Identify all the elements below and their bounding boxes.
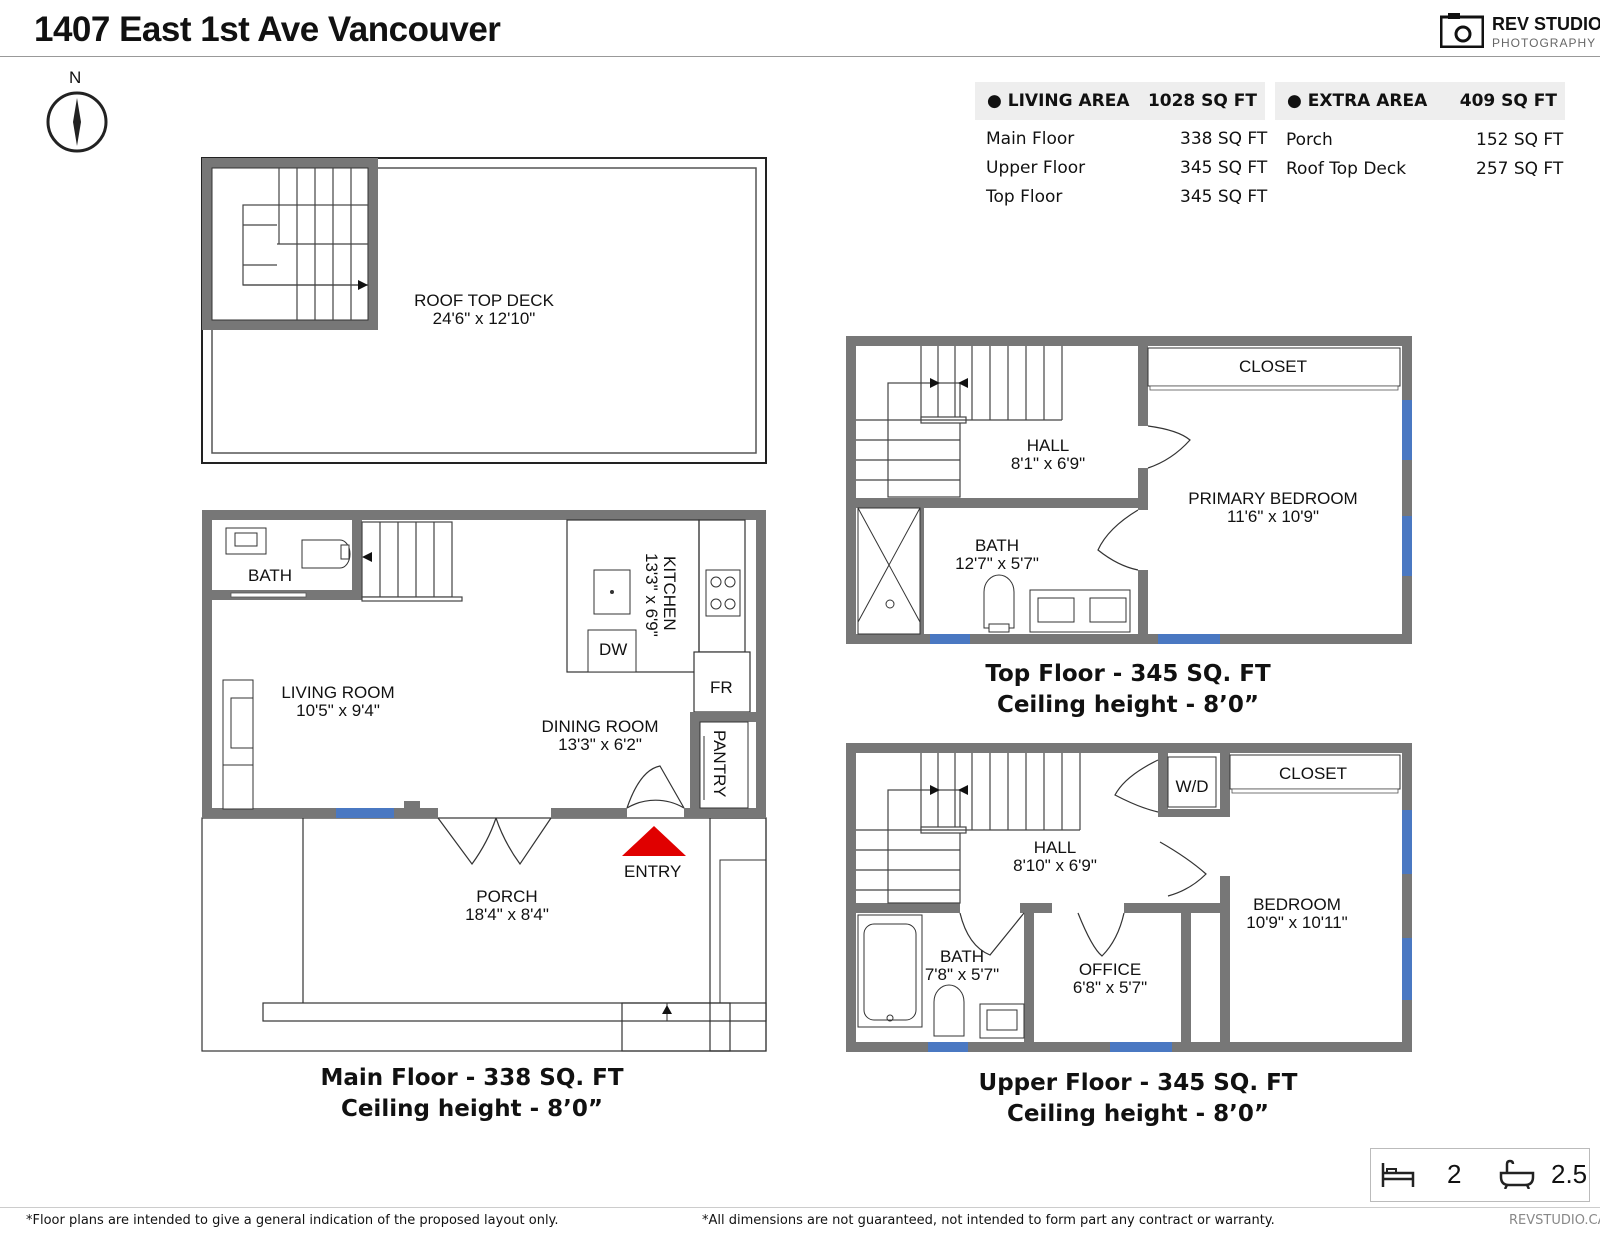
top-hall-dims: 8'1" x 6'9" — [1011, 454, 1085, 473]
roof-top-deck-plan — [201, 157, 767, 464]
top-floor-area: Top Floor - 345 SQ. FT — [985, 661, 1271, 687]
footer-website: REVSTUDIO.CA — [1509, 1213, 1600, 1228]
main-floor-caption: Main Floor - 338 SQ. FT Ceiling height -… — [272, 1063, 672, 1125]
top-bath-label: BATH — [975, 536, 1019, 555]
extra-area-total: 409 SQ FT — [1459, 91, 1557, 111]
roof-room-label: ROOF TOP DECK — [414, 291, 554, 310]
upper-floor-area: Upper Floor - 345 SQ. FT — [978, 1070, 1298, 1096]
compass-icon — [46, 91, 108, 153]
living-area-heading: LIVING AREA — [1007, 91, 1130, 111]
office-dims: 6'8" x 5'7" — [1073, 978, 1147, 997]
living-row-value: 345 SQ FT — [1180, 187, 1268, 207]
office-label: OFFICE — [1079, 960, 1141, 979]
extra-area-heading-wrap: ● EXTRA AREA — [1287, 91, 1428, 111]
compass-north-label: N — [69, 68, 82, 87]
camera-icon — [1440, 13, 1484, 48]
upper-floor-caption: Upper Floor - 345 SQ. FT Ceiling height … — [928, 1068, 1348, 1130]
compass: N — [45, 68, 109, 158]
entry-arrow-icon — [622, 826, 686, 856]
upper-bath-dims: 7'8" x 5'7" — [925, 965, 999, 984]
main-floor-ceiling: Ceiling height - 8’0” — [340, 1096, 604, 1122]
living-row-value: 345 SQ FT — [1180, 158, 1268, 178]
extra-row-label: Porch — [1286, 130, 1333, 150]
extra-row-label: Roof Top Deck — [1286, 159, 1407, 179]
main-floor-area: Main Floor - 338 SQ. FT — [320, 1065, 624, 1091]
wd-label: W/D — [1175, 777, 1208, 796]
kitchen-label: KITCHEN — [660, 556, 679, 631]
dining-room-dims: 13'3" x 6'2" — [558, 735, 642, 754]
bedroom-dims: 10'9" x 10'11" — [1246, 913, 1347, 932]
page-title: 1407 East 1st Ave Vancouver — [34, 10, 501, 49]
bathtub-icon — [1499, 1159, 1535, 1189]
footer-divider — [0, 1207, 1600, 1208]
kitchen-dims: 13'3" x 6'9" — [642, 553, 661, 637]
entry-label: ENTRY — [624, 862, 681, 881]
upper-hall-dims: 8'10" x 6'9" — [1013, 856, 1097, 875]
top-bath-dims: 12'7" x 5'7" — [955, 554, 1039, 573]
living-row-label: Upper Floor — [986, 158, 1086, 178]
fr-label: FR — [710, 678, 733, 697]
bedroom-label: BEDROOM — [1253, 895, 1341, 914]
upper-floor-plan — [846, 743, 1412, 1052]
bath-count: 2.5 — [1551, 1159, 1588, 1189]
room-labels: ROOF TOP DECK 24'6" x 12'10" BATH LIVING… — [248, 291, 1358, 997]
living-area-heading-wrap: ● LIVING AREA — [987, 91, 1130, 111]
logo-subtext: PHOTOGRAPHY — [1492, 36, 1597, 50]
living-area-header: ● LIVING AREA 1028 SQ FT — [975, 82, 1265, 120]
main-bath-label: BATH — [248, 566, 292, 585]
main-floor-plan — [201, 510, 767, 1052]
dining-room-label: DINING ROOM — [541, 717, 658, 736]
roof-room-dims: 24'6" x 12'10" — [433, 309, 536, 328]
living-row-label: Main Floor — [986, 129, 1075, 149]
upper-floor-ceiling: Ceiling height - 8’0” — [1006, 1101, 1270, 1127]
extra-row-value: 257 SQ FT — [1476, 159, 1564, 179]
extra-area-heading: EXTRA AREA — [1307, 91, 1428, 111]
living-row-label: Top Floor — [986, 187, 1063, 207]
top-floor-caption: Top Floor - 345 SQ. FT Ceiling height - … — [928, 659, 1328, 721]
footer-disclaimer-dimensions: *All dimensions are not guaranteed, not … — [702, 1213, 1275, 1228]
extra-area-header: ● EXTRA AREA 409 SQ FT — [1275, 82, 1565, 120]
living-room-label: LIVING ROOM — [281, 683, 394, 702]
top-stair — [856, 346, 1063, 498]
living-area-total: 1028 SQ FT — [1147, 91, 1257, 111]
top-floor-ceiling: Ceiling height - 8’0” — [996, 692, 1260, 718]
roof-stair — [242, 168, 369, 320]
logo-text: REV STUDIO — [1492, 14, 1600, 34]
room-counts: 2 2.5 — [1370, 1148, 1590, 1202]
dw-label: DW — [599, 640, 627, 659]
bed-count: 2 — [1447, 1159, 1462, 1189]
extra-row-value: 152 SQ FT — [1476, 130, 1564, 150]
main-stair — [361, 521, 463, 602]
primary-bedroom-dims: 11'6" x 10'9" — [1227, 507, 1319, 526]
bed-icon — [1381, 1163, 1415, 1187]
top-hall-label: HALL — [1027, 436, 1070, 455]
living-room-dims: 10'5" x 9'4" — [296, 701, 380, 720]
upper-hall-label: HALL — [1034, 838, 1077, 857]
top-closet-label: CLOSET — [1239, 357, 1307, 376]
pantry-label: PANTRY — [710, 730, 729, 797]
primary-bedroom-label: PRIMARY BEDROOM — [1188, 489, 1357, 508]
footer-disclaimer-layout: *Floor plans are intended to give a gene… — [26, 1213, 559, 1228]
rev-studio-logo: REV STUDIO PHOTOGRAPHY — [1440, 10, 1600, 54]
porch-label: PORCH — [476, 887, 537, 906]
upper-closet-label: CLOSET — [1279, 764, 1347, 783]
header-divider — [0, 56, 1600, 57]
upper-bath-label: BATH — [940, 947, 984, 966]
top-floor-plan — [846, 336, 1412, 644]
upper-stair — [856, 753, 1081, 904]
porch-dims: 18'4" x 8'4" — [465, 905, 549, 924]
living-row-value: 338 SQ FT — [1180, 129, 1268, 149]
